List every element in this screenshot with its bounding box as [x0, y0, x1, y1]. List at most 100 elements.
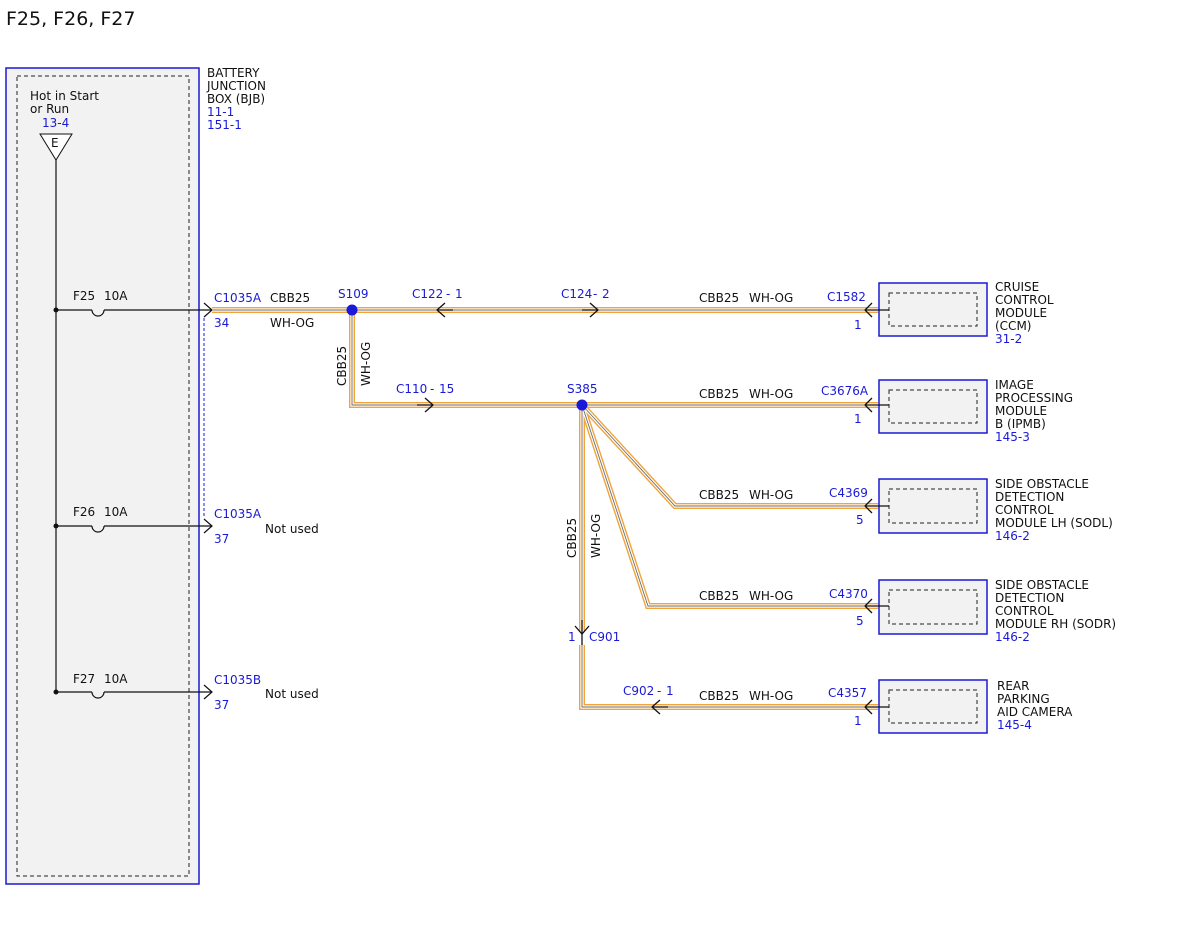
module-ipmb-name-line-4: B (IPMB)	[995, 417, 1046, 431]
connector-c124-dash: -	[593, 287, 597, 301]
fuse-f25-rating: 10A	[104, 289, 128, 303]
module-sodl-name-line-2: DETECTION	[995, 490, 1064, 504]
module-rear-camera-name-line-1: REAR	[997, 679, 1029, 693]
module-sodr-connector[interactable]: C4370	[829, 587, 868, 601]
module-sodr-name-line-2: DETECTION	[995, 591, 1064, 605]
wire-label-color-vertical-1: WH-OG	[359, 342, 373, 386]
bjb-name-line-3: BOX (BJB)	[207, 92, 265, 106]
connector-c122-dash: -	[446, 287, 450, 301]
fuse-f25-connector[interactable]: C1035A	[214, 291, 262, 305]
supply-symbol: E	[51, 136, 59, 150]
module-ipmb-ref[interactable]: 145-3	[995, 430, 1030, 444]
wire-label-circuit-rpa: CBB25	[699, 689, 739, 703]
connector-c124-pin: 2	[602, 287, 610, 301]
page-title: F25, F26, F27	[6, 8, 135, 30]
wire-harness	[212, 307, 878, 710]
module-ccm-name-line-1: CRUISE	[995, 280, 1039, 294]
module-rear-camera-box[interactable]	[864, 679, 988, 734]
splice-s109-dot[interactable]	[346, 304, 358, 316]
connector-c110-dash: -	[430, 382, 434, 396]
module-rear-camera-name-line-2: PARKING	[997, 692, 1050, 706]
module-rear-camera-name-line-3: AID CAMERA	[997, 705, 1073, 719]
module-sodl-name-line-4: MODULE LH (SODL)	[995, 516, 1113, 530]
fuse-f27-name: F27	[73, 672, 95, 686]
connector-c901-arrow-icon	[574, 620, 590, 645]
fuse-f25-name: F25	[73, 289, 95, 303]
module-ipmb-box[interactable]	[864, 379, 988, 434]
module-sodl-ref[interactable]: 146-2	[995, 529, 1030, 543]
module-ccm-name-line-3: MODULE	[995, 306, 1047, 320]
connector-c901-label[interactable]: C901	[589, 630, 620, 644]
supply-line-1: Hot in Start	[30, 89, 99, 103]
supply-line-2: or Run	[30, 102, 69, 116]
bjb-name-line-2: JUNCTION	[206, 79, 266, 93]
connector-c902-pin: 1	[666, 684, 674, 698]
connector-c124-label[interactable]: C124	[561, 287, 592, 301]
fuse-f26-pin: 37	[214, 532, 229, 546]
wire-label-circuit-ipmb: CBB25	[699, 387, 739, 401]
connector-c902-label[interactable]: C902	[623, 684, 654, 698]
module-sodl-connector[interactable]: C4369	[829, 486, 868, 500]
connector-c124-arrow-icon	[582, 302, 599, 318]
supply-triangle-icon	[39, 133, 73, 161]
wire-label-color-sodr: WH-OG	[749, 589, 793, 603]
fuse-f26-note: Not used	[265, 522, 319, 536]
connector-c902-arrow-icon	[651, 699, 668, 715]
fuse-f27-note: Not used	[265, 687, 319, 701]
splice-s385-label[interactable]: S385	[567, 382, 598, 396]
module-ccm-name-line-4: (CCM)	[995, 319, 1031, 333]
connector-c901-pin: 1	[568, 630, 576, 644]
module-ccm-connector[interactable]: C1582	[827, 290, 866, 304]
wire-label-circuit-vertical-2: CBB25	[565, 518, 579, 558]
module-ipmb-connector[interactable]: C3676A	[821, 384, 869, 398]
wire-label-color-ccm: WH-OG	[749, 291, 793, 305]
splice-s385-dot[interactable]	[576, 399, 588, 411]
fuse-f25-pin: 34	[214, 316, 229, 330]
fuse-f27-connector[interactable]: C1035B	[214, 673, 261, 687]
module-sodl-box[interactable]	[864, 478, 988, 534]
module-ccm-box[interactable]	[864, 282, 988, 337]
connector-c110-arrow-icon	[417, 397, 434, 413]
fuse-f26-connector[interactable]: C1035A	[214, 507, 262, 521]
supply-ref[interactable]: 13-4	[42, 116, 69, 130]
module-ipmb-name-line-1: IMAGE	[995, 378, 1034, 392]
wire-label-color-rpa: WH-OG	[749, 689, 793, 703]
splice-s109-label[interactable]: S109	[338, 287, 369, 301]
wire-label-color-vertical-2: WH-OG	[589, 514, 603, 558]
connector-c122-label[interactable]: C122	[412, 287, 443, 301]
connector-c122-pin: 1	[455, 287, 463, 301]
bjb-ref-1[interactable]: 11-1	[207, 105, 234, 119]
fuse-f26	[53, 518, 213, 534]
wire-label-color-1: WH-OG	[270, 316, 314, 330]
module-rear-camera-connector[interactable]: C4357	[828, 686, 867, 700]
connector-c110-label[interactable]: C110	[396, 382, 427, 396]
module-ccm-name-line-2: CONTROL	[995, 293, 1054, 307]
fuse-f25	[53, 302, 213, 318]
module-ipmb-name-line-3: MODULE	[995, 404, 1047, 418]
module-sodr-name-line-1: SIDE OBSTACLE	[995, 578, 1089, 592]
module-ipmb-name-line-2: PROCESSING	[995, 391, 1073, 405]
fuse-f27-pin: 37	[214, 698, 229, 712]
module-sodl-name-line-1: SIDE OBSTACLE	[995, 477, 1089, 491]
wire-label-circuit-1: CBB25	[270, 291, 310, 305]
module-ipmb-pin: 1	[854, 412, 862, 426]
module-sodr-pin: 5	[856, 614, 864, 628]
wire-label-circuit-vertical-1: CBB25	[335, 346, 349, 386]
wire-label-circuit-ccm: CBB25	[699, 291, 739, 305]
fuse-f27-rating: 10A	[104, 672, 128, 686]
fuse-f26-name: F26	[73, 505, 95, 519]
module-ccm-ref[interactable]: 31-2	[995, 332, 1022, 346]
module-ccm-pin: 1	[854, 318, 862, 332]
wire-label-color-ipmb: WH-OG	[749, 387, 793, 401]
bjb-ref-2[interactable]: 151-1	[207, 118, 242, 132]
wire-label-circuit-sodl: CBB25	[699, 488, 739, 502]
module-sodl-pin: 5	[856, 513, 864, 527]
module-rear-camera-ref[interactable]: 145-4	[997, 718, 1032, 732]
module-sodr-box[interactable]	[864, 579, 988, 635]
module-rear-camera-pin: 1	[854, 714, 862, 728]
module-sodr-name-line-4: MODULE RH (SODR)	[995, 617, 1116, 631]
module-sodr-ref[interactable]: 146-2	[995, 630, 1030, 644]
module-sodr-name-line-3: CONTROL	[995, 604, 1054, 618]
connector-c110-pin: 15	[439, 382, 454, 396]
